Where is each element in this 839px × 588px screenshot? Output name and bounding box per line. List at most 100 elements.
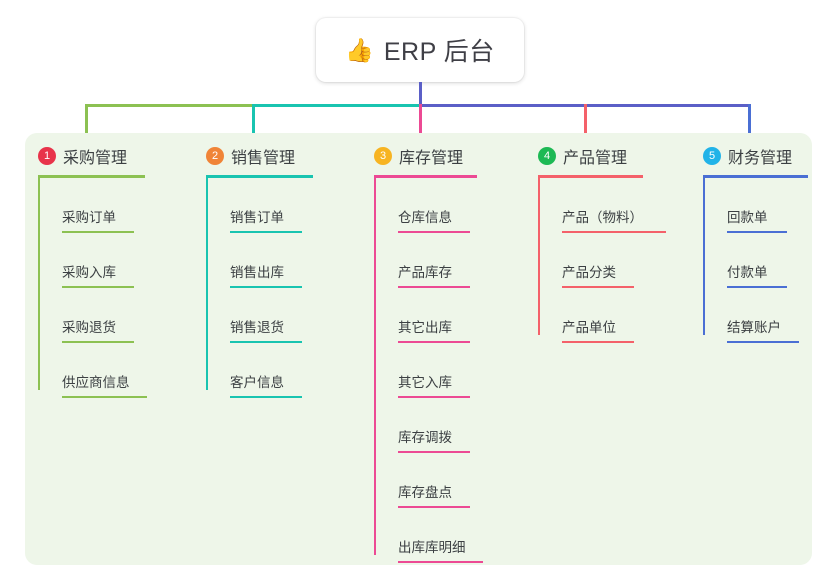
- leaf-rule: [562, 341, 634, 343]
- leaf-rule: [562, 231, 666, 233]
- leaf-item[interactable]: 产品分类: [538, 233, 666, 288]
- leaf-item[interactable]: 销售订单: [206, 178, 313, 233]
- leaf-item[interactable]: 销售出库: [206, 233, 313, 288]
- leaf-label: 采购退货: [62, 320, 116, 336]
- column-rule: [703, 175, 808, 178]
- bus-teal: [252, 104, 419, 107]
- leaf-rule: [398, 506, 470, 508]
- column-rule: [38, 175, 145, 178]
- leaf-label: 供应商信息: [62, 375, 130, 391]
- leaf-item[interactable]: 销售退货: [206, 288, 313, 343]
- leaf-rule: [62, 231, 134, 233]
- leaf-rule: [230, 341, 302, 343]
- leaf-rule: [398, 451, 470, 453]
- leaf-label: 库存调拨: [398, 430, 452, 446]
- leaf-item[interactable]: 产品（物料）: [538, 178, 666, 233]
- leaf-spine: [38, 178, 40, 390]
- number-badge-1: 1: [38, 147, 56, 165]
- leaf-label: 产品分类: [562, 265, 616, 281]
- leaf-rule: [398, 341, 470, 343]
- leaf-rule: [727, 286, 787, 288]
- leaf-rule: [62, 341, 134, 343]
- leaf-label: 客户信息: [230, 375, 284, 391]
- leaf-label: 库存盘点: [398, 485, 452, 501]
- leaf-rule: [398, 561, 483, 563]
- leaf-item[interactable]: 其它出库: [374, 288, 483, 343]
- leaf-item[interactable]: 采购入库: [38, 233, 147, 288]
- thumbs-up-icon: 👍: [345, 36, 374, 63]
- leaf-item[interactable]: 付款单: [703, 233, 808, 288]
- diagram-panel: [25, 133, 812, 565]
- leaf-rule: [727, 341, 799, 343]
- column-header-5[interactable]: 5 财务管理: [703, 144, 808, 168]
- drop-1: [85, 104, 88, 136]
- leaf-rule: [62, 286, 134, 288]
- leaf-label: 其它出库: [398, 320, 452, 336]
- root-title: ERP 后台: [383, 38, 495, 66]
- leaf-item[interactable]: 库存调拨: [374, 398, 483, 453]
- leaf-spine: [538, 178, 540, 335]
- leaf-item[interactable]: 产品库存: [374, 233, 483, 288]
- leaf-spine: [206, 178, 208, 390]
- leaf-item[interactable]: 其它入库: [374, 343, 483, 398]
- leaf-spine: [703, 178, 705, 335]
- root-node[interactable]: 👍 ERP 后台: [316, 18, 524, 82]
- leaf-label: 销售退货: [230, 320, 284, 336]
- leaf-label: 产品库存: [398, 265, 452, 281]
- drop-2: [252, 104, 255, 136]
- number-badge-5: 5: [703, 147, 721, 165]
- leaf-rule: [230, 286, 302, 288]
- leaf-label: 出库库明细: [398, 540, 466, 556]
- drop-5: [748, 104, 751, 136]
- leaf-label: 采购订单: [62, 210, 116, 226]
- leaf-item[interactable]: 库存盘点: [374, 453, 483, 508]
- leaf-label: 销售订单: [230, 210, 284, 226]
- leaf-list: 销售订单销售出库销售退货客户信息: [206, 178, 313, 398]
- leaf-rule: [62, 396, 147, 398]
- leaf-rule: [727, 231, 787, 233]
- column-title: 销售管理: [231, 150, 296, 167]
- leaf-item[interactable]: 供应商信息: [38, 343, 147, 398]
- column-采购管理: 1 采购管理采购订单采购入库采购退货供应商信息: [38, 144, 147, 398]
- column-rule: [374, 175, 477, 178]
- leaf-item[interactable]: 采购订单: [38, 178, 147, 233]
- leaf-item[interactable]: 仓库信息: [374, 178, 483, 233]
- leaf-label: 结算账户: [727, 320, 781, 336]
- leaf-item[interactable]: 结算账户: [703, 288, 808, 343]
- leaf-spine: [374, 178, 376, 555]
- column-title: 采购管理: [63, 150, 128, 167]
- column-title: 财务管理: [728, 150, 793, 167]
- leaf-list: 仓库信息产品库存其它出库其它入库库存调拨库存盘点出库库明细: [374, 178, 483, 563]
- column-rule: [538, 175, 643, 178]
- drop-3: [419, 104, 422, 136]
- leaf-list: 产品（物料） 产品分类产品单位: [538, 178, 666, 343]
- leaf-label: 回款单: [727, 210, 768, 226]
- leaf-label: 产品（物料）: [562, 210, 643, 226]
- bus-green: [85, 104, 252, 107]
- column-title: 库存管理: [399, 150, 464, 167]
- column-财务管理: 5 财务管理回款单付款单结算账户: [703, 144, 808, 343]
- leaf-list: 采购订单采购入库采购退货供应商信息: [38, 178, 147, 398]
- leaf-label: 付款单: [727, 265, 768, 281]
- leaf-rule: [230, 396, 302, 398]
- leaf-item[interactable]: 回款单: [703, 178, 808, 233]
- column-rule: [206, 175, 313, 178]
- leaf-list: 回款单付款单结算账户: [703, 178, 808, 343]
- leaf-rule: [562, 286, 634, 288]
- column-header-1[interactable]: 1 采购管理: [38, 144, 147, 168]
- number-badge-4: 4: [538, 147, 556, 165]
- leaf-rule: [398, 286, 470, 288]
- leaf-item[interactable]: 采购退货: [38, 288, 147, 343]
- leaf-label: 产品单位: [562, 320, 616, 336]
- leaf-item[interactable]: 出库库明细: [374, 508, 483, 563]
- leaf-item[interactable]: 产品单位: [538, 288, 666, 343]
- leaf-label: 销售出库: [230, 265, 284, 281]
- leaf-rule: [398, 231, 470, 233]
- leaf-item[interactable]: 客户信息: [206, 343, 313, 398]
